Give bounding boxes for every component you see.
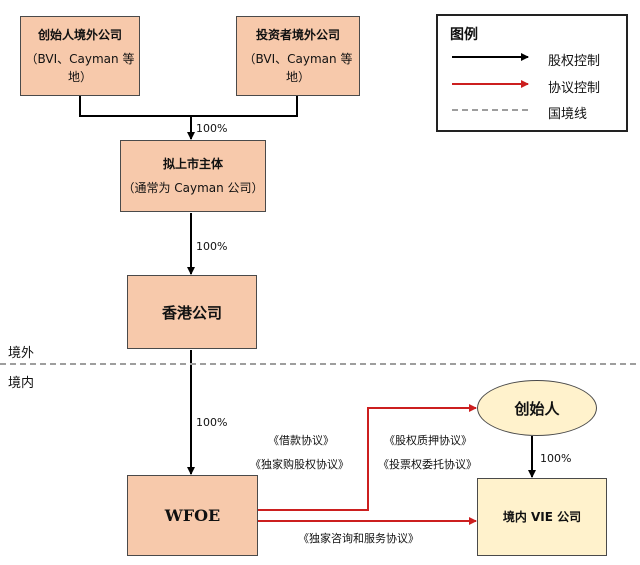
legend-item-contract: 协议控制 bbox=[548, 81, 601, 96]
wfoe-label: WFOE bbox=[164, 506, 221, 525]
zone-offshore-label: 境外 bbox=[8, 346, 35, 361]
listing-entity-title: 拟上市主体 bbox=[162, 157, 223, 171]
agreement-equity-pledge: 《股权质押协议》 bbox=[384, 434, 472, 447]
founder-label: 创始人 bbox=[514, 399, 560, 418]
agreement-exclusive-purchase: 《独家购股权协议》 bbox=[250, 458, 349, 471]
founder-offshore-company-box: 创始人境外公司 （BVI、Cayman 等地） bbox=[20, 16, 140, 96]
listing-entity-subtitle: （通常为 Cayman 公司） bbox=[122, 181, 264, 195]
agreement-exclusive-service: 《独家咨询和服务协议》 bbox=[298, 532, 419, 545]
pct-label-founder-vie: 100% bbox=[540, 452, 572, 465]
founder-offshore-title: 创始人境外公司 bbox=[37, 28, 122, 42]
legend-symbols bbox=[452, 53, 529, 111]
listing-entity-box: 拟上市主体 （通常为 Cayman 公司） bbox=[120, 140, 266, 212]
wfoe-box: WFOE bbox=[127, 475, 258, 556]
legend-item-border: 国境线 bbox=[548, 107, 588, 122]
hk-company-label: 香港公司 bbox=[161, 303, 222, 322]
agreement-voting-proxy: 《投票权委托协议》 bbox=[378, 458, 477, 471]
legend-box: 图例 股权控制 协议控制 国境线 bbox=[436, 14, 628, 132]
equity-merge-lines bbox=[79, 96, 298, 140]
vie-company-label: 境内 VIE 公司 bbox=[502, 510, 582, 524]
pct-label-hk: 100% bbox=[196, 240, 228, 253]
founder-offshore-subtitle: （BVI、Cayman 等地） bbox=[25, 52, 135, 84]
founder-ellipse: 创始人 bbox=[477, 380, 597, 436]
investor-offshore-company-box: 投资者境外公司 （BVI、Cayman 等地） bbox=[236, 16, 360, 96]
agreement-loan: 《借款协议》 bbox=[268, 434, 334, 447]
hk-company-box: 香港公司 bbox=[127, 275, 257, 349]
legend-item-equity: 股权控制 bbox=[548, 54, 601, 69]
pct-label-wfoe: 100% bbox=[196, 416, 228, 429]
pct-label-listing: 100% bbox=[196, 122, 228, 135]
investor-offshore-title: 投资者境外公司 bbox=[255, 28, 340, 42]
legend-title: 图例 bbox=[450, 27, 478, 43]
arrow-contract-to-founder bbox=[258, 404, 477, 511]
investor-offshore-subtitle: （BVI、Cayman 等地） bbox=[243, 52, 353, 84]
vie-company-box: 境内 VIE 公司 bbox=[477, 478, 607, 556]
zone-onshore-label: 境内 bbox=[8, 376, 35, 391]
